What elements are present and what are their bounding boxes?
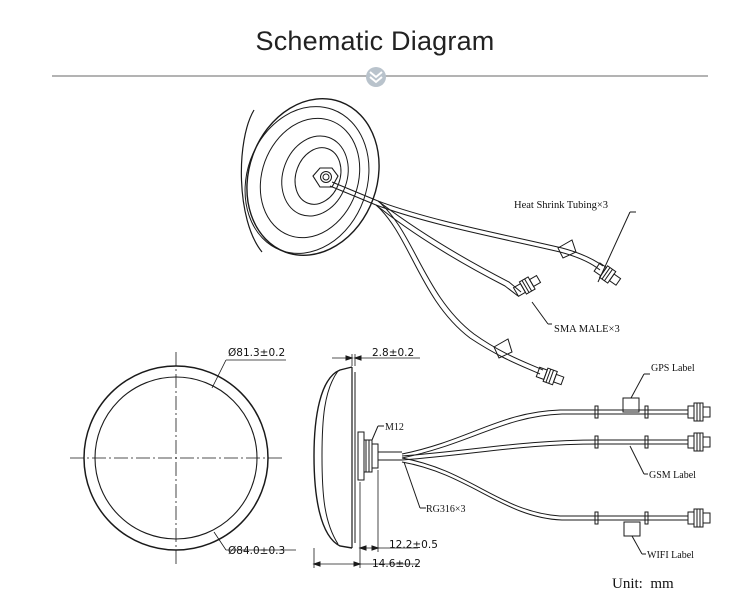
wifi-label: WIFI Label [647, 550, 694, 561]
side-view [312, 354, 711, 568]
perspective-label-flag [557, 239, 577, 259]
unit-label: Unit: mm [612, 576, 674, 592]
side-connector-wifi [687, 508, 711, 528]
sma-male-label: SMA MALE×3 [554, 324, 620, 335]
side-cable-gps [401, 409, 600, 455]
front-view [70, 352, 296, 564]
disc-face [259, 117, 361, 239]
perspective-nut [312, 167, 339, 188]
page-title: Schematic Diagram [255, 26, 495, 56]
heat-shrink-label: Heat Shrink Tubing×3 [514, 200, 608, 211]
side-cable-gsm [401, 439, 688, 457]
rg316-label: RG316×3 [426, 504, 466, 515]
perspective-sma-connector [593, 262, 622, 286]
side-connector-gsm [687, 432, 711, 452]
m12-label: M12 [385, 422, 404, 433]
gps-label: GPS Label [651, 363, 695, 374]
wifi-label-flag [623, 521, 641, 537]
outer-diameter-dim: Ø84.0±0.3 [228, 545, 285, 557]
disc-boss [294, 147, 342, 205]
total-width-dim: 14.6±0.2 [372, 558, 421, 570]
top-thickness-dim: 2.8±0.2 [372, 347, 414, 359]
header-divider [52, 67, 708, 87]
disc-recess [281, 135, 349, 217]
side-body-profile [313, 366, 353, 549]
perspective-view [240, 98, 636, 386]
inner-diameter-dim: Ø81.3±0.2 [228, 347, 285, 359]
body-width-dim: 12.2±0.5 [389, 539, 438, 551]
gsm-label: GSM Label [649, 470, 696, 481]
disc-edge [244, 106, 370, 254]
side-connector-gps [687, 402, 711, 422]
side-cable-wifi [401, 457, 600, 517]
side-nut [357, 431, 365, 481]
